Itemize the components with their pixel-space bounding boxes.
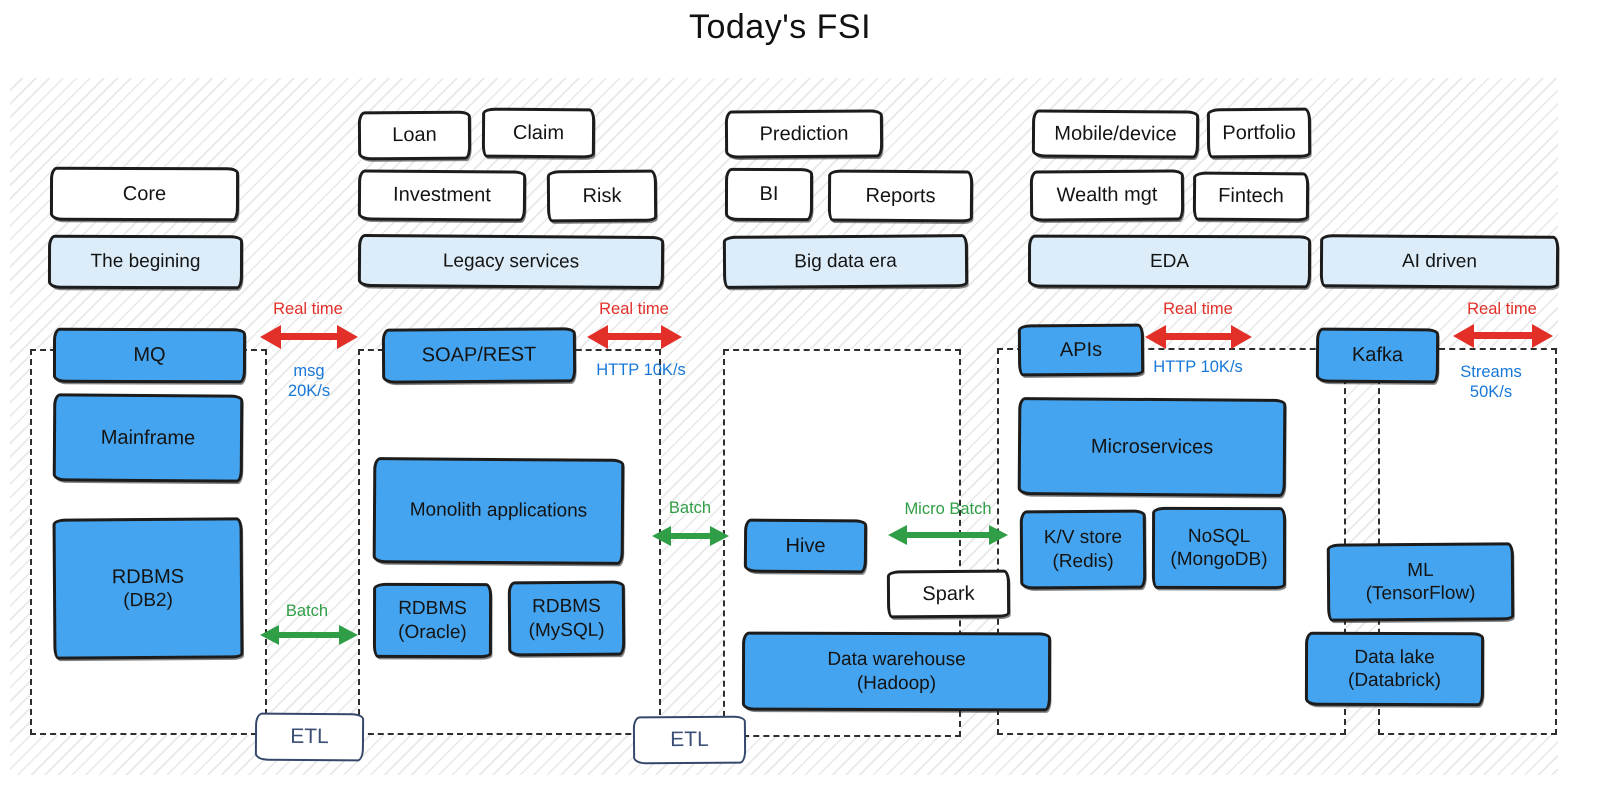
realtime-label-2: Real time (599, 300, 669, 318)
system-kafka: Kafka (1315, 327, 1440, 384)
app-wealth-mgt: Wealth mgt (1029, 169, 1185, 222)
app-claim: Claim (481, 107, 596, 159)
app-bi: BI (724, 167, 814, 222)
batch-label-2: Batch (668, 499, 712, 517)
app-investment: Investment (357, 169, 527, 222)
system-hive: Hive (743, 518, 868, 574)
realtime-label-4: Real time (1467, 300, 1537, 318)
realtime-label-3: Real time (1163, 300, 1233, 318)
system-rdbms-db2: RDBMS(DB2) (52, 517, 244, 660)
app-spark: Spark (886, 569, 1011, 619)
system-kv-store: K/V store(Redis) (1019, 509, 1147, 590)
app-loan: Loan (357, 110, 472, 161)
realtime-arrow-4 (1473, 332, 1533, 339)
realtime-arrow-1 (280, 333, 338, 340)
app-risk: Risk (546, 169, 658, 223)
rate-http-10k-2: HTTP 10K/s (1153, 358, 1243, 376)
micro-batch-label: Micro Batch (904, 500, 992, 518)
system-microservices: Microservices (1017, 397, 1287, 497)
system-rdbms-mysql: RDBMS(MySQL) (507, 580, 626, 657)
etl-box-2: ETL (632, 715, 747, 765)
micro-batch-arrow (906, 532, 990, 538)
system-apis: APIs (1017, 323, 1145, 377)
system-ml: ML(TensorFlow) (1326, 542, 1515, 622)
system-data-warehouse: Data warehouse(Hadoop) (741, 631, 1052, 712)
system-soap-rest: SOAP/REST (381, 327, 577, 384)
system-nosql: NoSQL(MongoDB) (1151, 506, 1287, 590)
system-monolith: Monolith applications (372, 457, 625, 565)
era-big-data: Big data era (722, 234, 969, 289)
system-mainframe: Mainframe (52, 393, 244, 483)
batch-arrow-1 (278, 632, 340, 638)
realtime-arrow-2 (607, 333, 662, 340)
app-reports: Reports (827, 169, 974, 223)
diagram-title: Today's FSI (688, 8, 872, 46)
era-ai-driven: AI driven (1319, 234, 1560, 289)
system-mq: MQ (52, 327, 247, 384)
era-eda: EDA (1027, 234, 1312, 289)
etl-box-1: ETL (254, 712, 365, 762)
realtime-arrow-3 (1165, 333, 1232, 340)
era-legacy-services: Legacy services (357, 233, 665, 290)
app-core: Core (49, 166, 240, 222)
system-rdbms-oracle: RDBMS(Oracle) (372, 582, 493, 659)
system-data-lake: Data lake(Databrick) (1304, 631, 1485, 707)
app-mobile-device: Mobile/device (1031, 109, 1200, 159)
app-fintech: Fintech (1192, 171, 1310, 222)
era-beginning: The begining (47, 234, 244, 290)
batch-label-1: Batch (285, 602, 329, 620)
rate-http-10k-1: HTTP 10K/s (596, 361, 686, 379)
batch-arrow-2 (670, 533, 711, 539)
realtime-label-1: Real time (273, 300, 343, 318)
app-prediction: Prediction (724, 109, 884, 159)
app-portfolio: Portfolio (1206, 107, 1312, 159)
